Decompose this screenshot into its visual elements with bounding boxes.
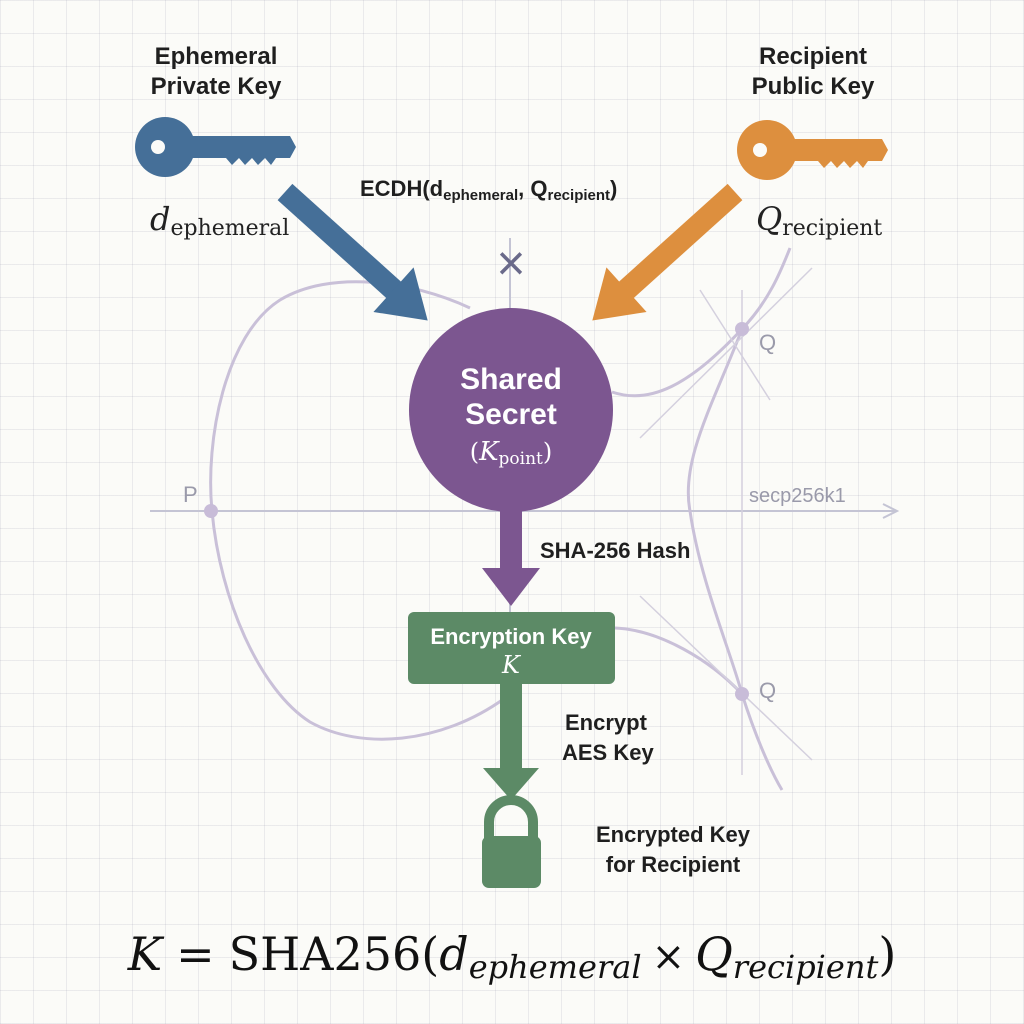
recipient-key-title-line1: Recipient (759, 43, 867, 70)
encrypt-label-line2: AES Key (562, 740, 654, 765)
encrypt-label-line1: Encrypt (565, 710, 648, 735)
ephemeral-key-title-line2: Private Key (151, 73, 282, 100)
encryption-key-symbol: K (501, 651, 522, 679)
lock-icon (482, 795, 541, 888)
shared-secret-line2: Secret (465, 398, 557, 431)
shared-secret-line1: Shared (460, 363, 562, 396)
point-q-bottom-label: Q (759, 678, 776, 703)
shared-secret-circle (409, 308, 613, 512)
key-icon (737, 120, 888, 180)
point-q-top-label: Q (759, 330, 776, 355)
point-q-bottom-dot (735, 687, 749, 701)
hash-label: SHA-256 Hash (540, 538, 690, 563)
tangent-line-lower (639, 595, 813, 761)
recipient-key-title-line2: Public Key (752, 73, 875, 100)
x-axis-arrowhead (882, 503, 900, 519)
recipient-arrow (592, 183, 743, 321)
tangent-line-upper (639, 267, 813, 439)
hash-arrow (482, 510, 540, 606)
cross-multiply-symbol: × (496, 235, 525, 291)
ephemeral-key-title-line1: Ephemeral (155, 43, 278, 70)
ephemeral-arrow (277, 183, 428, 321)
encrypted-key-label-line2: for Recipient (606, 852, 741, 877)
ephemeral-key-symbol: dephemeral (150, 200, 289, 241)
point-p-label: P (183, 482, 198, 507)
curve-branch-lower (686, 328, 784, 791)
ecdh-label: ECDH(dephemeral, Qrecipient) (360, 176, 617, 204)
shared-secret-symbol: (Kpoint) (470, 437, 553, 469)
encryption-key-box (408, 612, 615, 684)
key-icon (135, 117, 296, 177)
encrypted-key-label-line1: Encrypted Key (596, 822, 751, 847)
point-p-dot (204, 504, 218, 518)
formula: K=SHA256(dephemeral×Qrecipient) (127, 927, 897, 986)
curve-name-label: secp256k1 (749, 485, 846, 507)
curve-branch-upper (611, 247, 792, 398)
tangent-line-cross (699, 289, 771, 401)
recipient-key-symbol: Qrecipient (756, 200, 882, 241)
point-q-top-dot (735, 322, 749, 336)
encryption-key-title: Encryption Key (430, 624, 592, 649)
encrypt-arrow (483, 684, 539, 800)
